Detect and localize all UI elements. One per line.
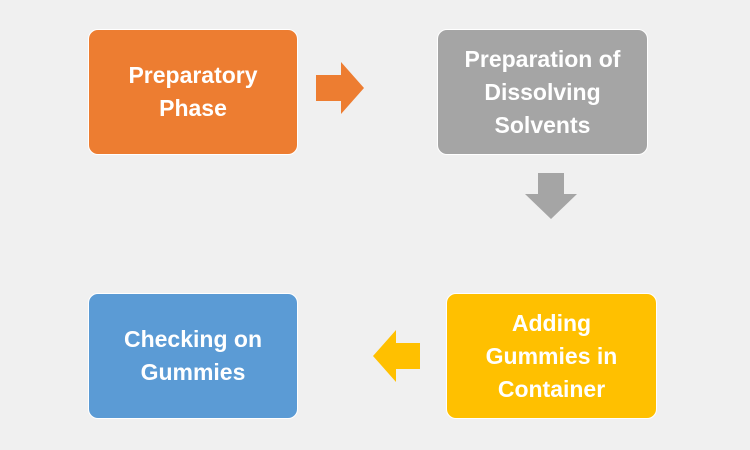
arrow-right-icon — [316, 62, 364, 114]
arrow-left-icon — [373, 330, 420, 382]
step-preparation-of-dissolving-solvents: Preparation of Dissolving Solvents — [437, 29, 648, 155]
step-label: Preparation of Dissolving Solvents — [464, 45, 621, 138]
step-label: Checking on Gummies — [123, 326, 262, 385]
step-label: Adding Gummies in Container — [485, 309, 618, 402]
step-adding-gummies-in-container: Adding Gummies in Container — [446, 293, 657, 419]
step-preparatory-phase: Preparatory Phase — [88, 29, 298, 155]
arrow-down-icon — [525, 173, 577, 219]
step-label: Preparatory Phase — [128, 62, 258, 121]
step-checking-on-gummies: Checking on Gummies — [88, 293, 298, 419]
